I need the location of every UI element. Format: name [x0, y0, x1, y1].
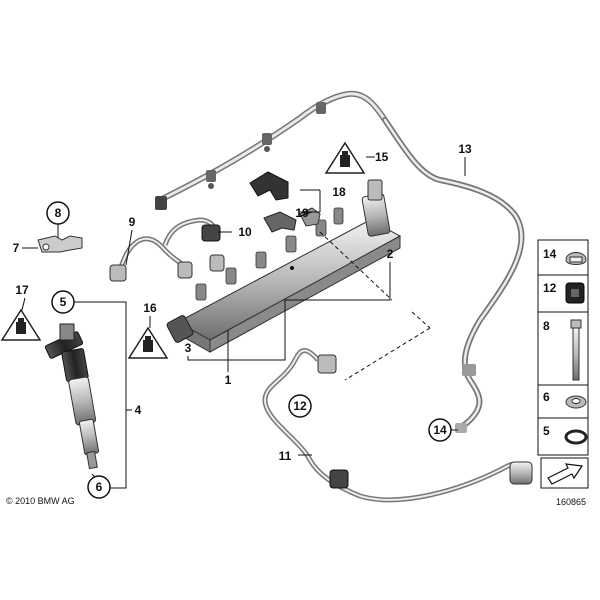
- copyright-text: © 2010 BMW AG: [6, 496, 75, 506]
- svg-text:12: 12: [293, 399, 307, 413]
- diagram-reference-number: 160865: [556, 497, 586, 507]
- callout-circle-12: 12: [288, 394, 312, 418]
- bracket-18: [249, 171, 321, 233]
- svg-text:8: 8: [543, 319, 550, 333]
- callout-9: 9: [129, 215, 136, 229]
- legend-item-8: 8: [543, 319, 582, 381]
- callout-10: 10: [238, 225, 252, 239]
- svg-text:14: 14: [433, 423, 447, 437]
- callout-17: 17: [15, 283, 29, 297]
- svg-text:6: 6: [96, 480, 103, 494]
- legend-item-5: 5: [543, 424, 588, 445]
- pipe-11: [262, 348, 533, 503]
- legend-item-14: 14: [543, 247, 587, 265]
- clip-7: [37, 235, 83, 253]
- callout-circle-5: 5: [51, 290, 75, 314]
- svg-text:12: 12: [543, 281, 557, 295]
- callout-3: 3: [185, 341, 192, 355]
- warning-triangle-15: [324, 141, 366, 174]
- callout-circle-8: 8: [46, 201, 70, 225]
- callout-15: 15: [375, 150, 389, 164]
- warning-triangle-16: [127, 326, 169, 359]
- legend-item-12: 12: [543, 281, 585, 304]
- callout-circle-6: 6: [87, 475, 111, 499]
- return-line-assembly: [155, 90, 388, 210]
- high-pressure-line-13: [382, 117, 525, 433]
- arrow-box: [540, 457, 589, 489]
- callout-11: 11: [279, 449, 292, 463]
- callout-2: 2: [387, 247, 394, 261]
- dashed-lines: [319, 231, 431, 381]
- callout-circle-14: 14: [428, 418, 452, 442]
- legend-item-6: 6: [543, 390, 587, 409]
- callout-13: 13: [458, 142, 472, 156]
- callout-18: 18: [332, 185, 346, 199]
- callout-16: 16: [143, 301, 157, 315]
- warning-triangle-17: [0, 308, 42, 341]
- parts-legend: 14 12 8 6 5: [537, 239, 589, 456]
- svg-text:5: 5: [60, 295, 67, 309]
- svg-text:6: 6: [543, 390, 550, 404]
- callout-4: 4: [135, 403, 142, 417]
- callout-7: 7: [13, 241, 20, 255]
- svg-text:8: 8: [55, 206, 62, 220]
- fuel-rail: [166, 179, 402, 353]
- injector-4: [44, 323, 100, 470]
- callout-1: 1: [225, 373, 232, 387]
- injector-line-9: [109, 217, 225, 282]
- callout-19: 19: [295, 206, 309, 220]
- svg-text:14: 14: [543, 247, 557, 261]
- svg-text:5: 5: [543, 424, 550, 438]
